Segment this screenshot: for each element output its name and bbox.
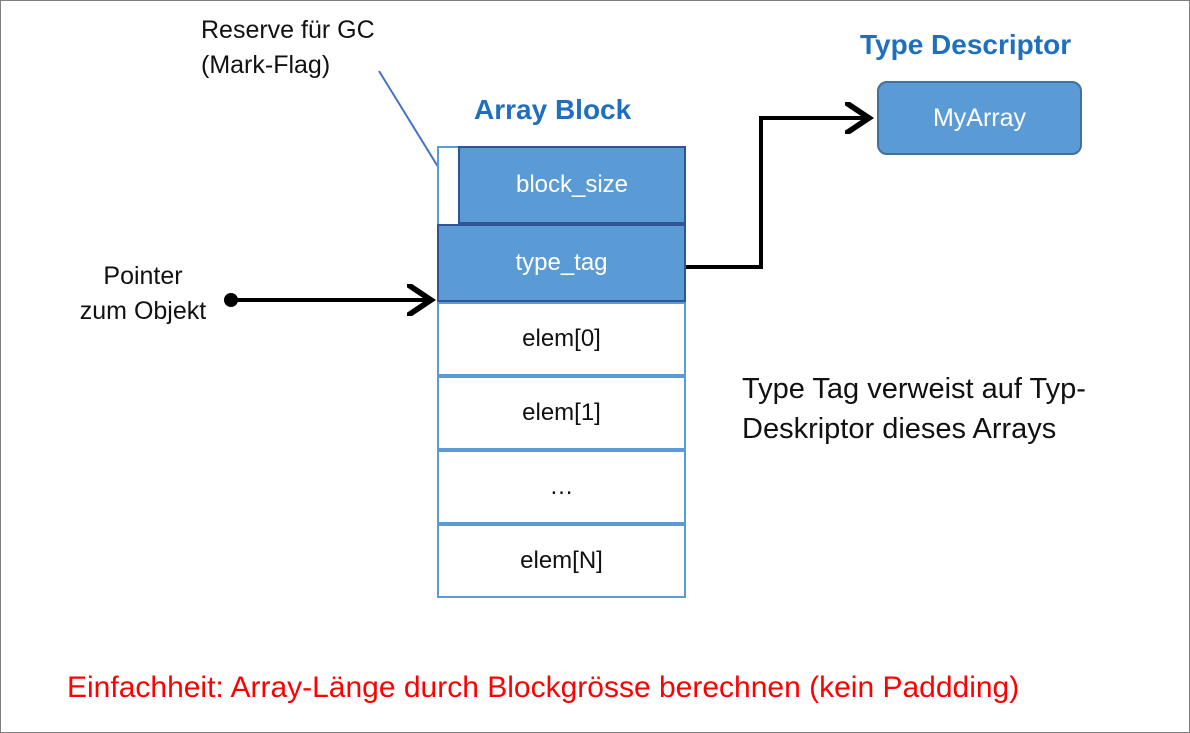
footer-note: Einfachheit: Array-Länge durch Blockgrös… xyxy=(67,671,1020,704)
gc-reserve-note: Reserve für GC (Mark-Flag) xyxy=(201,13,375,83)
pointer-note-line1: Pointer xyxy=(103,262,183,290)
elem-n-cell: elem[N] xyxy=(437,524,686,598)
type-tag-note-line1: Type Tag verweist auf Typ- xyxy=(742,373,1086,405)
ellipsis-cell: … xyxy=(437,450,686,524)
elem-0-cell: elem[0] xyxy=(437,302,686,376)
type-tag-note: Type Tag verweist auf Typ- Deskriptor di… xyxy=(742,369,1086,449)
pointer-note: Pointer zum Objekt xyxy=(53,259,233,329)
gc-reserve-slot xyxy=(437,146,458,224)
array-block-heading: Array Block xyxy=(474,94,632,125)
type-tag-note-line2: Deskriptor dieses Arrays xyxy=(742,413,1057,445)
pointer-note-line2: zum Objekt xyxy=(79,297,207,325)
elem-1-cell: elem[1] xyxy=(437,376,686,450)
gc-reserve-note-line2: (Mark-Flag) xyxy=(201,51,331,79)
type-tag-cell: type_tag xyxy=(437,224,686,302)
type-descriptor-heading: Type Descriptor xyxy=(860,29,1072,60)
gc-reserve-note-line1: Reserve für GC xyxy=(201,16,375,44)
type-tag-arrow xyxy=(685,118,869,269)
gc-callout-line xyxy=(378,70,449,184)
block-size-cell: block_size xyxy=(458,146,686,224)
type-descriptor-box: MyArray xyxy=(877,81,1082,155)
